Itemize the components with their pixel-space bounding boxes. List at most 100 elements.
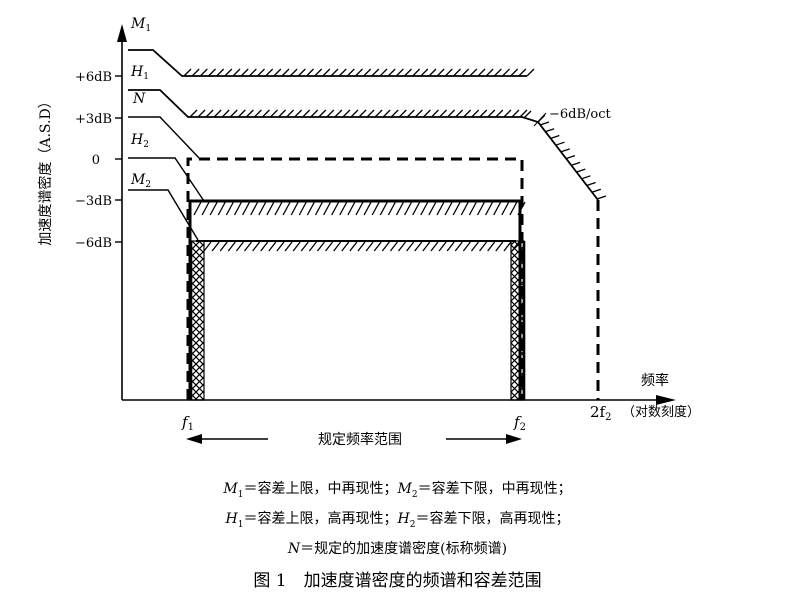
hatch-tick [316,241,325,252]
hatch-tick [326,109,335,118]
hatch-tick [436,68,445,77]
hatch-tick [266,201,275,216]
hatch-tick [436,201,445,216]
hatch-tick [358,109,367,118]
hatch-tick [460,201,469,216]
hatch-tick [357,241,366,252]
hatch-tick [346,68,355,77]
hatch-tick [294,109,303,118]
hatch-tick [398,109,407,118]
hatch-tick [412,201,421,216]
curve-m1 [128,49,527,77]
hatch-tick [576,168,586,173]
hatch-tick [381,241,390,252]
hatch-tick [461,68,470,77]
hatch-tick [463,109,472,118]
hatch-tick [235,241,244,252]
range-arrowhead-left [186,434,202,444]
hatch-tick [485,68,494,77]
hatch-tick [248,68,257,77]
hatch-tick [286,109,295,118]
hatch-tick [414,109,423,118]
hatch-tick [334,109,343,118]
hatch-tick [237,109,246,118]
hatch-tick [453,68,461,77]
curve-n [186,157,524,400]
hatch-m2 [203,241,520,252]
hatch-tick [292,241,301,252]
hatch-tick [273,68,282,77]
hatch-tick [560,148,570,153]
hatch-tick [268,241,277,252]
hatch-tick [439,109,447,118]
hatch-tick [201,201,210,216]
hatch-tick [252,241,261,252]
hatch-tick [265,68,274,77]
hatch-tick [428,68,437,77]
label-m2: M2 [130,172,151,190]
hatch-tick [395,68,404,77]
hatch-tick [420,201,429,216]
hatch-tick [398,241,407,252]
hatch-tick [544,128,555,133]
hatch-tick [526,68,535,77]
y-axis-arrowhead [117,24,127,42]
hatch-tick [232,68,241,77]
hatch-tick [511,109,520,118]
hatch-tick [221,109,230,118]
hatch-tick [468,201,477,216]
hatch-tick [189,109,198,118]
hatch-tick [203,241,212,252]
label-2f2: 2f2 [590,403,611,423]
curve-h2 [188,199,522,400]
hatch-tick [302,109,311,118]
hatch-tick [570,161,581,166]
hatch-tick [444,201,453,216]
hatch-tick [278,109,286,118]
hatch-tick [471,109,480,118]
hatch-tick [244,241,253,252]
hatch-tick [479,109,488,118]
range-arrowhead-right [506,434,522,444]
hatch-tick [406,109,415,118]
label-m1: M1 [130,16,151,34]
y-axis-title: 加速度谱密度（A.S.D） [37,94,54,245]
hatch-tick [310,109,319,118]
hatch-tick [485,201,494,216]
label-f2: f2 [513,413,526,433]
hatch-tick [404,68,412,77]
hatch-tick [213,109,222,118]
hatch-tick [523,110,532,119]
legend-line-2: H1＝容差上限，高再现性；H2＝容差下限，高再现性； [225,511,570,530]
hatch-tick [193,201,202,216]
label-f1: f1 [181,413,194,433]
hatch-tick [349,241,358,252]
hatch-tick [318,109,327,118]
hatch-tick [211,241,220,252]
curve-h2-leader [128,157,205,202]
hatch-tick [227,241,236,252]
hatch-tick [455,109,464,118]
hatch-tick [406,241,415,252]
hatch-tick [387,68,396,77]
hatch-h2 [193,201,526,216]
hatch-tick [390,109,399,118]
hatch-tick [404,201,413,216]
hatch-tick [374,109,383,118]
hatch-tick [503,109,512,118]
hatch-tick [290,201,299,216]
hatch-tick [240,68,249,77]
hatch-tick [591,188,602,193]
hatch-tick [487,241,496,252]
hatch-tick [229,109,238,118]
m2-left-crosshatch [190,240,205,401]
hatch-tick [495,241,504,252]
hatch-tick [300,241,309,252]
hatch-tick [438,241,447,252]
hatch-tick [199,68,208,77]
y-tick-label-zero: 0 [92,153,100,168]
hatch-tick [208,68,216,77]
hatch-tick [395,201,405,216]
hatch-tick [225,201,234,216]
hatch-tick [306,201,315,216]
